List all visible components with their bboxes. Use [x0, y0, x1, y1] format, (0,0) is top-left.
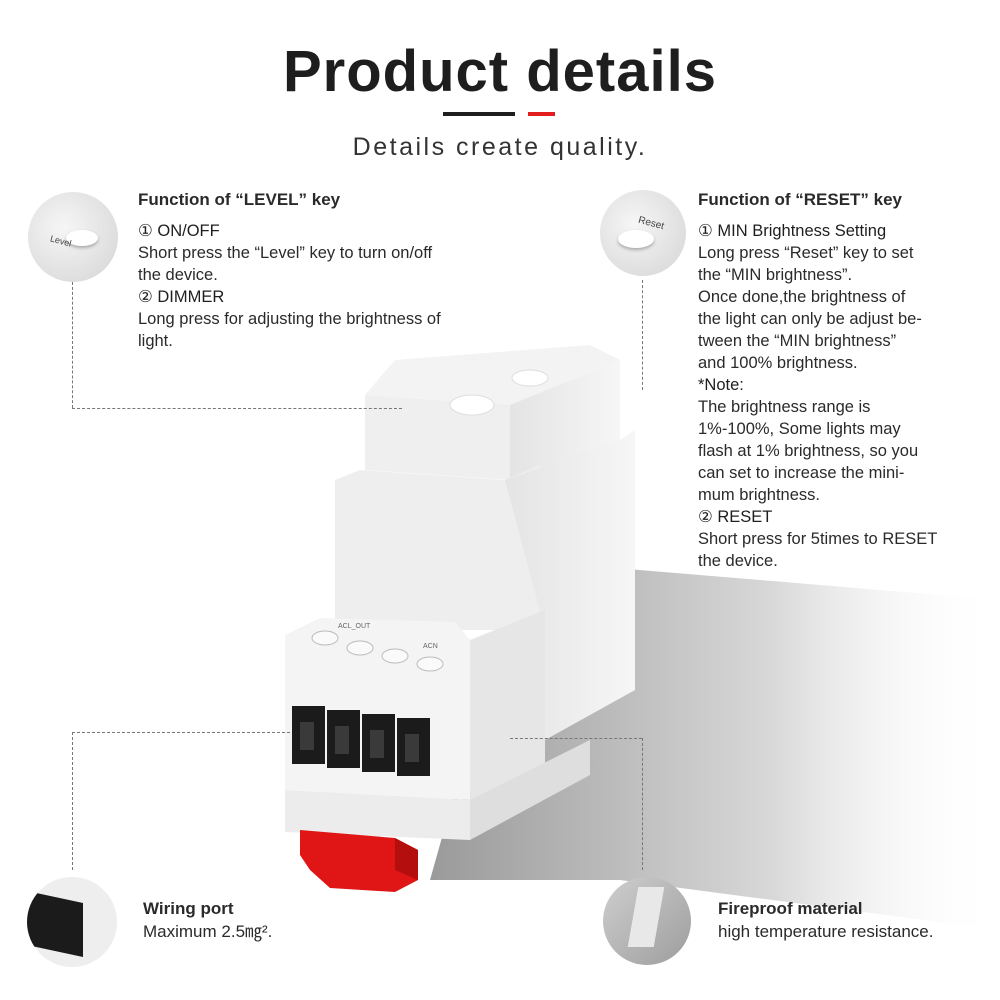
- item-text: light.: [138, 332, 173, 350]
- item-text: Long press for adjusting the brightness …: [138, 310, 441, 328]
- level-button-icon: [66, 230, 98, 246]
- fireproof-desc: high temperature resistance.: [718, 922, 934, 941]
- item-text: tween the “MIN brightness”: [698, 332, 897, 350]
- note-text: The brightness range is: [698, 398, 871, 416]
- device-top: [365, 345, 620, 405]
- wiring-terminals: [292, 706, 430, 776]
- reset-key-section: Function of “RESET” key ① MIN Brightness…: [698, 189, 998, 572]
- item-text: Short press the “Level” key to turn on/o…: [138, 244, 433, 262]
- note-title: *Note:: [698, 376, 744, 394]
- item-text: the light can only be adjust be-: [698, 310, 922, 328]
- fireproof-title: Fireproof material: [718, 899, 863, 918]
- item-title: ② RESET: [698, 508, 773, 526]
- item-text: and 100% brightness.: [698, 354, 858, 372]
- connector-line: [642, 280, 643, 390]
- title-underline-dark: [443, 112, 515, 116]
- item-text: the “MIN brightness”.: [698, 266, 853, 284]
- item-text: the device.: [138, 266, 218, 284]
- wiring-port-caption: Wiring port Maximum 2.5㎎².: [143, 897, 272, 943]
- device-label-out: ACL_OUT: [338, 623, 371, 630]
- connector-line: [72, 282, 73, 408]
- note-text: mum brightness.: [698, 486, 820, 504]
- connector-line: [510, 738, 642, 739]
- reset-button-icon: [618, 230, 654, 248]
- note-text: 1%-100%, Some lights may: [698, 420, 901, 438]
- item-text: Once done,the brightness of: [698, 288, 906, 306]
- level-key-heading: Function of “LEVEL” key: [138, 190, 341, 209]
- item-title: ① MIN Brightness Setting: [698, 222, 887, 240]
- note-text: can set to increase the mini-: [698, 464, 905, 482]
- page-subtitle: Details create quality.: [352, 133, 648, 161]
- connector-line: [72, 408, 402, 409]
- item-title: ② DIMMER: [138, 288, 225, 306]
- level-key-section: Function of “LEVEL” key ① ON/OFF Short p…: [138, 189, 518, 352]
- casing-icon: [627, 887, 665, 947]
- item-title: ① ON/OFF: [138, 222, 220, 240]
- connector-line: [642, 738, 643, 870]
- connector-line: [72, 732, 290, 733]
- wiring-port-closeup: [27, 877, 117, 967]
- title-underline-red: [528, 112, 555, 116]
- terminal-icon: [27, 891, 83, 957]
- item-text: Long press “Reset” key to set: [698, 244, 914, 262]
- reset-key-heading: Function of “RESET” key: [698, 190, 903, 209]
- fireproof-closeup: [603, 877, 691, 965]
- wiring-port-desc: Maximum 2.5㎎².: [143, 922, 273, 941]
- item-text: Short press for 5times to RESET: [698, 530, 938, 548]
- connector-line: [72, 732, 73, 870]
- reset-key-closeup: Reset: [600, 190, 686, 276]
- device-label-in: ACN: [423, 643, 438, 650]
- wiring-port-title: Wiring port: [143, 899, 234, 918]
- fireproof-caption: Fireproof material high temperature resi…: [718, 897, 933, 943]
- item-text: the device.: [698, 552, 778, 570]
- level-key-closeup: Level: [28, 192, 118, 282]
- page-title: Product details: [283, 39, 717, 104]
- din-rail-clip: [300, 830, 418, 892]
- note-text: flash at 1% brightness, so you: [698, 442, 919, 460]
